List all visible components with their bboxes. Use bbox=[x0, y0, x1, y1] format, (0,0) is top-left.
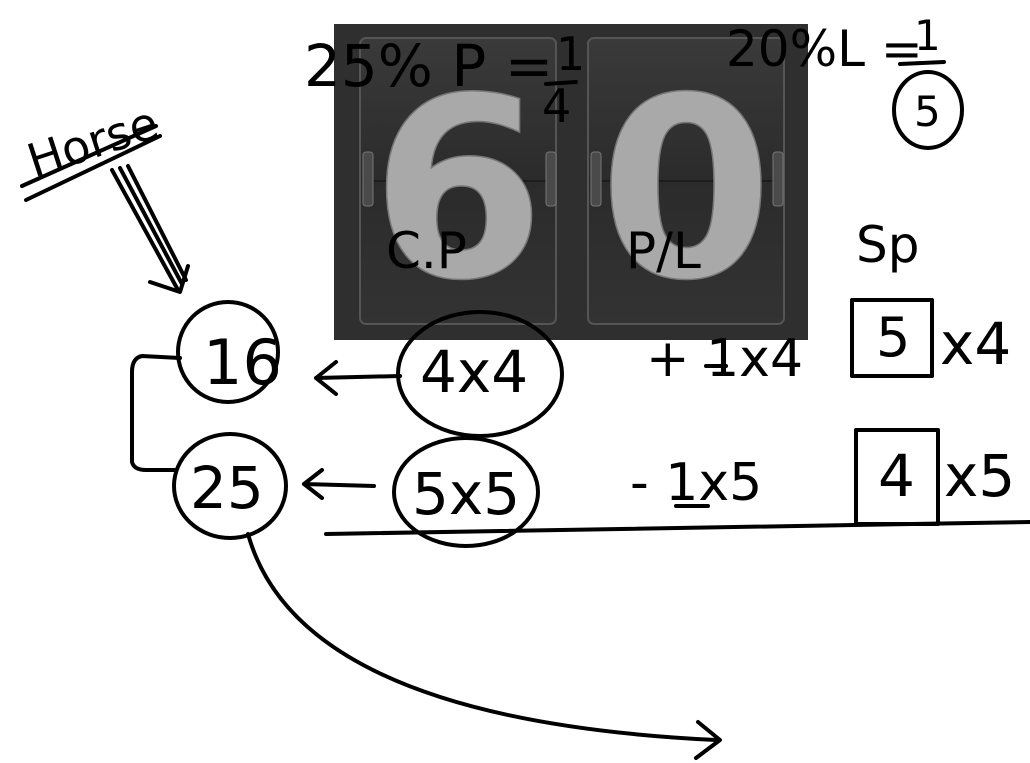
loss-fraction-bar bbox=[898, 60, 946, 66]
connector-bracket bbox=[130, 354, 182, 472]
row2-sp-multiplier: x5 bbox=[944, 442, 1015, 510]
row2-result-circle bbox=[172, 432, 288, 540]
row1-sp-box bbox=[850, 298, 934, 378]
profit-fraction-denominator: 4 bbox=[542, 79, 571, 133]
horse-underline-2 bbox=[24, 134, 162, 202]
profit-fraction-bar bbox=[544, 80, 578, 86]
loss-fraction-numerator: 1 bbox=[914, 11, 941, 60]
row1-arrow bbox=[314, 360, 402, 396]
row1-sp-box-value: 5 bbox=[876, 306, 910, 369]
result-curved-arrow bbox=[246, 532, 718, 742]
profit-percent-note: 25% P = bbox=[304, 32, 553, 100]
row2-result-value: 25 bbox=[190, 454, 264, 522]
pl-column-label: P/L bbox=[626, 222, 701, 280]
row2-sp-box-value: 4 bbox=[878, 442, 915, 510]
counter-digit-left: 6 bbox=[371, 44, 545, 335]
profit-fraction-numerator: 1 bbox=[556, 27, 585, 81]
row2-product-circle bbox=[392, 436, 540, 548]
row1-result-circle bbox=[176, 300, 280, 404]
divider-line bbox=[324, 520, 1030, 536]
sp-column-label: Sp bbox=[856, 216, 919, 274]
row1-product-circle bbox=[396, 310, 564, 438]
flip-counter: 6 0 bbox=[334, 24, 808, 340]
row2-arrow bbox=[302, 468, 376, 500]
loss-fraction-denominator: 5 bbox=[914, 87, 941, 136]
loss-percent-note: 20%L = bbox=[726, 20, 923, 78]
row2-product: 5x5 bbox=[412, 460, 520, 528]
counter-digit-right: 0 bbox=[599, 44, 773, 335]
horse-arrow-shaft bbox=[110, 164, 188, 292]
row1-product: 4x4 bbox=[420, 338, 528, 406]
horse-label: Horse bbox=[21, 95, 165, 188]
horse-underline-1 bbox=[20, 124, 158, 188]
row1-result-value: 16 bbox=[203, 326, 282, 399]
row1-adjustment: + 1x4 bbox=[646, 329, 803, 389]
row2-adjustment: - 1x5 bbox=[630, 453, 762, 513]
row1-sp-multiplier: x4 bbox=[940, 310, 1011, 378]
horse-arrow-head bbox=[148, 264, 190, 294]
loss-denominator-circle bbox=[892, 70, 964, 150]
cp-column-label: C.P bbox=[386, 222, 467, 280]
result-curved-arrow-head bbox=[694, 720, 722, 760]
